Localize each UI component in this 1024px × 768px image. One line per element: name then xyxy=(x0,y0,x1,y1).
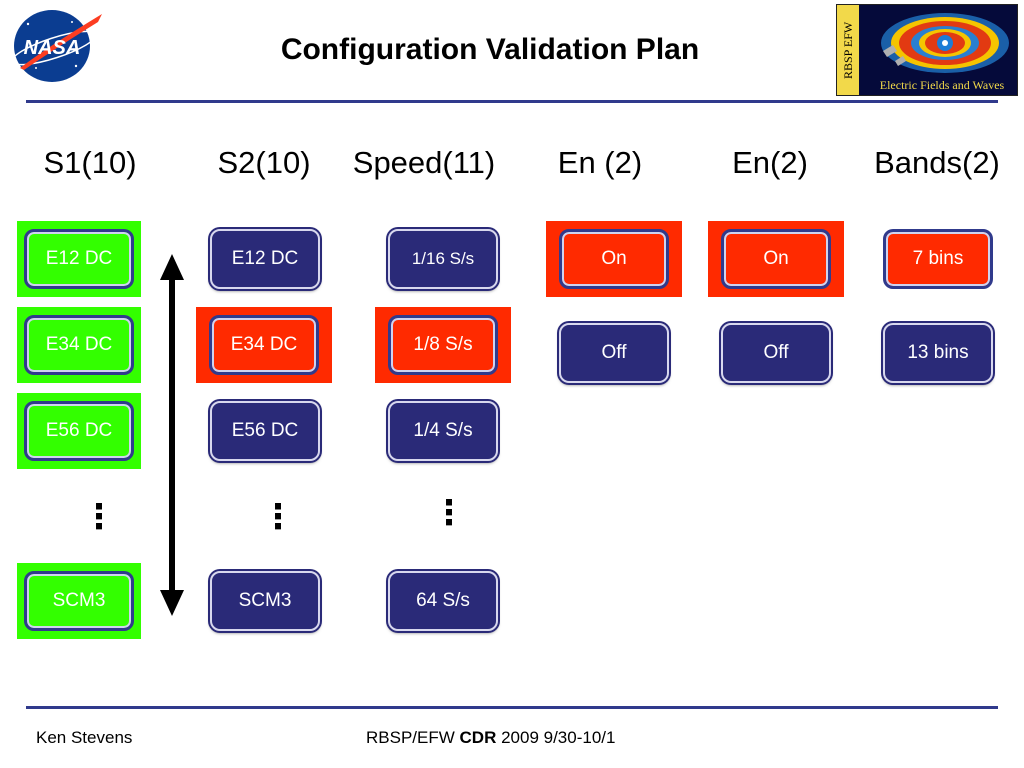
s2-cell-scm3[interactable]: SCM3 xyxy=(203,563,327,639)
speed-option-button[interactable]: 64 S/s xyxy=(388,571,498,631)
efw-logo-caption: Electric Fields and Waves xyxy=(879,78,1005,92)
bands-option-button[interactable]: 7 bins xyxy=(883,229,993,289)
s2-cell-e12dc[interactable]: E12 DC xyxy=(203,221,327,297)
footer-doc-suffix: 2009 9/30-10/1 xyxy=(496,728,616,747)
column-header-en-1: En (2) xyxy=(557,145,643,180)
en2-option-button[interactable]: On xyxy=(721,229,831,289)
s2-option-button[interactable]: SCM3 xyxy=(210,571,320,631)
s1-cell-e34dc[interactable]: E34 DC xyxy=(17,307,141,383)
radiation-belt-graphic xyxy=(881,13,1009,73)
column-header-s1: S1(10) xyxy=(43,145,137,180)
column-header-bands: Bands(2) xyxy=(874,145,1000,180)
speed-ellipsis: ⋮ xyxy=(432,494,466,532)
s2-cell-e56dc[interactable]: E56 DC xyxy=(203,393,327,469)
speed-cell-64[interactable]: 64 S/s xyxy=(381,563,505,639)
s2-ellipsis: ⋮ xyxy=(261,498,295,536)
en2-cell-on[interactable]: On xyxy=(708,221,844,297)
footer-document-info: RBSP/EFW CDR 2009 9/30-10/1 xyxy=(366,728,615,748)
footer-divider xyxy=(26,706,998,709)
bands-cell-7[interactable]: 7 bins xyxy=(876,221,1000,297)
en2-cell-off[interactable]: Off xyxy=(714,315,838,391)
s1-cell-e12dc[interactable]: E12 DC xyxy=(17,221,141,297)
efw-logo-side-text: RBSP EFW xyxy=(837,5,859,95)
en1-option-button[interactable]: On xyxy=(559,229,669,289)
en1-cell-on[interactable]: On xyxy=(546,221,682,297)
s1-ellipsis: ⋮ xyxy=(82,498,116,536)
s2-cell-e34dc[interactable]: E34 DC xyxy=(196,307,332,383)
double-arrow-icon xyxy=(160,254,184,616)
footer-author: Ken Stevens xyxy=(36,728,133,747)
speed-option-button[interactable]: 1/16 S/s xyxy=(388,229,498,289)
s2-option-button[interactable]: E12 DC xyxy=(210,229,320,289)
nasa-logo: NASA xyxy=(11,10,102,82)
bands-option-button[interactable]: 13 bins xyxy=(883,323,993,383)
s1-option-button[interactable]: E56 DC xyxy=(24,401,134,461)
column-header-en-2: En(2) xyxy=(732,145,808,180)
nasa-logo-text: NASA xyxy=(24,37,81,59)
en2-option-button[interactable]: Off xyxy=(721,323,831,383)
footer-doc-bold: CDR xyxy=(459,728,497,747)
bands-cell-13[interactable]: 13 bins xyxy=(876,315,1000,391)
s2-option-button[interactable]: E34 DC xyxy=(209,315,319,375)
speed-option-button[interactable]: 1/8 S/s xyxy=(388,315,498,375)
en1-cell-off[interactable]: Off xyxy=(552,315,676,391)
column-header-s2: S2(10) xyxy=(217,145,311,180)
s1-option-button[interactable]: E12 DC xyxy=(24,229,134,289)
footer-doc-prefix: RBSP/EFW xyxy=(366,728,460,747)
s1-option-button[interactable]: SCM3 xyxy=(24,571,134,631)
rbsp-efw-logo: RBSP EFW Electric Fields and Waves xyxy=(836,4,1018,96)
column-header-speed: Speed(11) xyxy=(352,145,496,180)
speed-cell-1-16[interactable]: 1/16 S/s xyxy=(381,221,505,297)
speed-option-button[interactable]: 1/4 S/s xyxy=(388,401,498,461)
page-title: Configuration Validation Plan xyxy=(280,33,700,66)
speed-cell-1-8[interactable]: 1/8 S/s xyxy=(375,307,511,383)
s1-option-button[interactable]: E34 DC xyxy=(24,315,134,375)
en1-option-button[interactable]: Off xyxy=(559,323,669,383)
speed-cell-1-4[interactable]: 1/4 S/s xyxy=(381,393,505,469)
s2-option-button[interactable]: E56 DC xyxy=(210,401,320,461)
s1-cell-e56dc[interactable]: E56 DC xyxy=(17,393,141,469)
s1-cell-scm3[interactable]: SCM3 xyxy=(17,563,141,639)
header-divider xyxy=(26,100,998,103)
